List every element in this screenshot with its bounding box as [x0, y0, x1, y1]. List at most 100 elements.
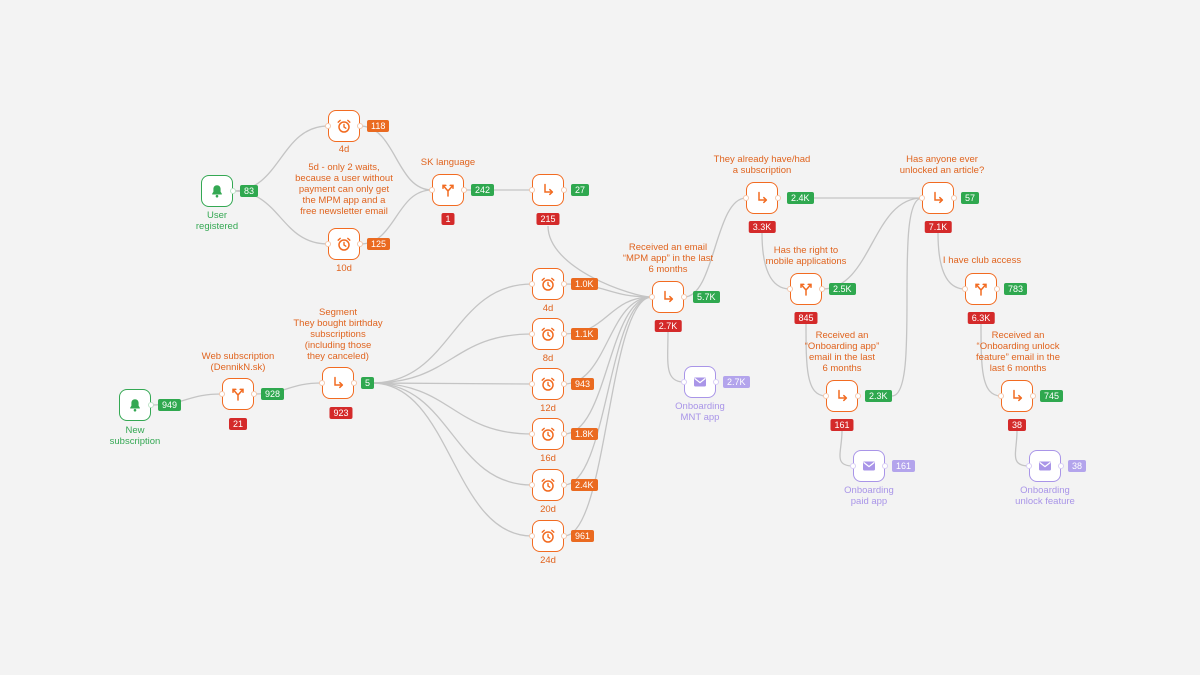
- input-port[interactable]: [219, 391, 225, 397]
- alarm-clock-icon: [541, 529, 555, 543]
- goal-top-node[interactable]: [529, 174, 567, 206]
- output-port[interactable]: [357, 123, 363, 129]
- connection-edge: [761, 232, 791, 290]
- wait-node[interactable]: [529, 520, 567, 552]
- input-port[interactable]: [325, 241, 331, 247]
- received-onb-app-goal-node[interactable]: [823, 380, 861, 412]
- segment-no-count: 923: [329, 407, 353, 419]
- alarm-clock-icon: [541, 327, 555, 341]
- input-port[interactable]: [529, 331, 535, 337]
- wait-node[interactable]: [529, 368, 567, 400]
- output-port[interactable]: [951, 195, 957, 201]
- received-unlock-goal-node[interactable]: [998, 380, 1036, 412]
- wait-10d-top-node[interactable]: [325, 228, 363, 260]
- wait-duration-label: 4d: [542, 303, 554, 314]
- output-port[interactable]: [561, 381, 567, 387]
- alarm-clock-icon: [337, 119, 351, 133]
- output-port[interactable]: [251, 391, 257, 397]
- input-port[interactable]: [529, 431, 535, 437]
- user-registered-trigger-node[interactable]: [201, 175, 236, 207]
- already-sub-goal-node[interactable]: [743, 182, 781, 214]
- received-mpm-label: Received an email “MPM app” in the last …: [622, 242, 714, 275]
- goal-arrow-icon: [838, 389, 848, 402]
- connection-edge: [563, 296, 653, 537]
- output-port[interactable]: [561, 533, 567, 539]
- output-port[interactable]: [561, 187, 567, 193]
- sk-language-split-node[interactable]: [429, 174, 467, 206]
- output-port[interactable]: [561, 331, 567, 337]
- input-port[interactable]: [529, 482, 535, 488]
- input-port[interactable]: [998, 393, 1004, 399]
- club-access-yes-count: 783: [1004, 283, 1028, 295]
- input-port[interactable]: [319, 380, 325, 386]
- output-port[interactable]: [230, 188, 236, 194]
- new-subscription-trigger-node[interactable]: [119, 389, 154, 421]
- input-port[interactable]: [429, 187, 435, 193]
- input-port[interactable]: [919, 195, 925, 201]
- onboarding-paid-label: Onboarding paid app: [844, 485, 894, 507]
- onboarding-mnt-email-node[interactable]: [681, 366, 719, 398]
- wait-4d-top-node[interactable]: [325, 110, 363, 142]
- connection-edge: [547, 225, 653, 298]
- input-port[interactable]: [529, 381, 535, 387]
- input-port[interactable]: [529, 533, 535, 539]
- club-access-split-node[interactable]: [962, 273, 1000, 305]
- received-mpm-goal-node[interactable]: [649, 281, 687, 313]
- output-port[interactable]: [994, 286, 1000, 292]
- received-unlock-yes-count: 745: [1040, 390, 1064, 402]
- output-port[interactable]: [561, 281, 567, 287]
- wait-node[interactable]: [529, 418, 567, 450]
- wait-count-badge: 943: [571, 378, 595, 390]
- wait-count-badge: 1.8K: [571, 428, 598, 440]
- output-port[interactable]: [855, 393, 861, 399]
- output-port[interactable]: [561, 482, 567, 488]
- wait-10d-top-count: 125: [367, 238, 391, 250]
- connection-edge: [891, 197, 923, 397]
- output-port[interactable]: [713, 379, 719, 385]
- output-port[interactable]: [357, 241, 363, 247]
- input-port[interactable]: [743, 195, 749, 201]
- input-port[interactable]: [1026, 463, 1032, 469]
- onboarding-unlock-email-node[interactable]: [1026, 450, 1064, 482]
- user-registered-count: 83: [240, 185, 259, 197]
- output-port[interactable]: [681, 294, 687, 300]
- input-port[interactable]: [962, 286, 968, 292]
- input-port[interactable]: [529, 281, 535, 287]
- output-port[interactable]: [775, 195, 781, 201]
- output-port[interactable]: [148, 402, 154, 408]
- wait-node[interactable]: [529, 268, 567, 300]
- output-port[interactable]: [461, 187, 467, 193]
- wait-duration-label: 20d: [540, 504, 556, 515]
- input-port[interactable]: [649, 294, 655, 300]
- web-subscription-split-node[interactable]: [219, 378, 257, 410]
- wait-node[interactable]: [529, 469, 567, 501]
- output-port[interactable]: [819, 286, 825, 292]
- bell-icon: [212, 185, 222, 198]
- input-port[interactable]: [325, 123, 331, 129]
- onboarding-paid-email-node[interactable]: [850, 450, 888, 482]
- alarm-clock-icon: [541, 377, 555, 391]
- connection-edge: [839, 430, 854, 467]
- goal-arrow-icon: [934, 191, 944, 204]
- output-port[interactable]: [882, 463, 888, 469]
- wait-4d-top-label: 4d: [338, 144, 350, 155]
- output-port[interactable]: [351, 380, 357, 386]
- wait-10d-top-label: 10d: [336, 263, 352, 274]
- segment-goal-node[interactable]: [319, 367, 357, 399]
- input-port[interactable]: [787, 286, 793, 292]
- output-port[interactable]: [1030, 393, 1036, 399]
- unlocked-article-goal-node[interactable]: [919, 182, 957, 214]
- input-port[interactable]: [529, 187, 535, 193]
- input-port[interactable]: [823, 393, 829, 399]
- output-port[interactable]: [1058, 463, 1064, 469]
- mobile-rights-split-node[interactable]: [787, 273, 825, 305]
- wait-node[interactable]: [529, 318, 567, 350]
- goal-top-no-count: 215: [536, 213, 560, 225]
- alarm-clock-icon: [541, 478, 555, 492]
- onboarding-unlock-label: Onboarding unlock feature: [1015, 485, 1075, 507]
- input-port[interactable]: [681, 379, 687, 385]
- output-port[interactable]: [561, 431, 567, 437]
- connection-edge: [805, 322, 827, 397]
- input-port[interactable]: [850, 463, 856, 469]
